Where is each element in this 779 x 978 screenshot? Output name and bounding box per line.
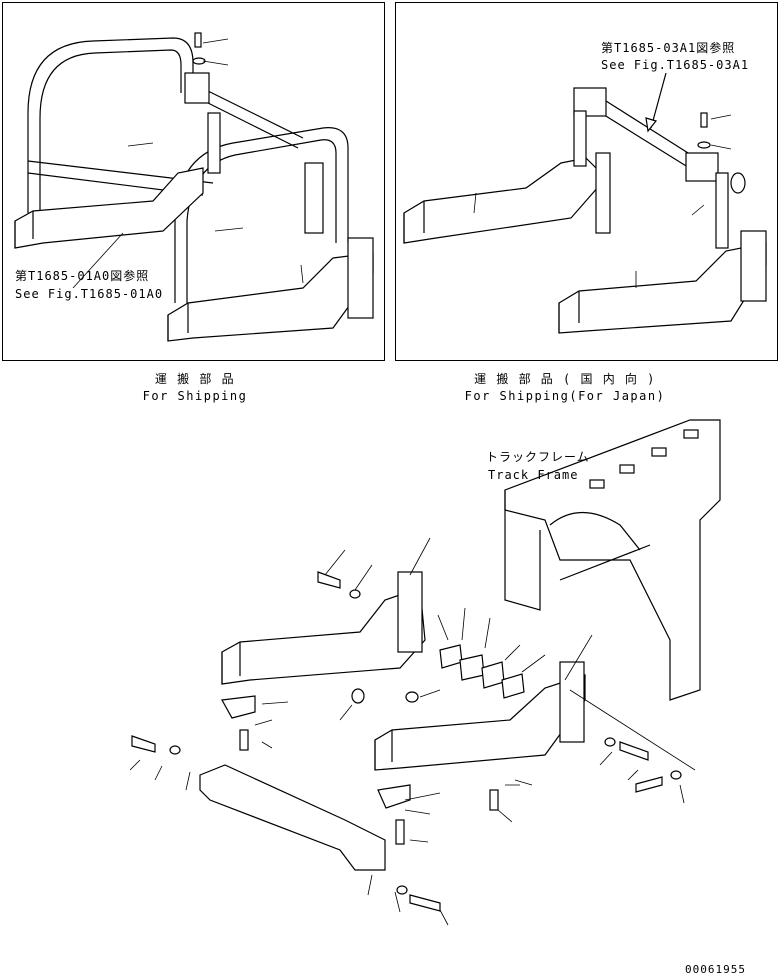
shipping-japan-panel: 第T1685-03A1図参照 See Fig.T1685-03A1 <box>395 2 778 361</box>
shipping-panel: 第T1685-01A0図参照 See Fig.T1685-01A0 <box>2 2 385 361</box>
shipping-japan-ref-ja: 第T1685-03A1図参照 <box>601 41 736 55</box>
shipping-caption-en: For Shipping <box>142 389 248 403</box>
shipping-japan-caption-ja: 運 搬 部 品 ( 国 内 向 ) <box>474 372 656 386</box>
shipping-japan-ref-en: See Fig.T1685-03A1 <box>601 58 750 72</box>
shipping-ref-en: See Fig.T1685-01A0 <box>15 287 164 301</box>
shipping-frame-drawing <box>14 32 374 342</box>
track-frame-label-ja: トラックフレーム <box>486 450 590 464</box>
shipping-caption-ja: 運 搬 部 品 <box>154 372 236 386</box>
drawing-number: 00061955 <box>685 963 746 976</box>
shipping-japan-frame-drawing <box>403 72 767 334</box>
track-frame-label-en: Track Frame <box>488 468 579 482</box>
shipping-ref-ja: 第T1685-01A0図参照 <box>15 269 150 283</box>
shipping-japan-caption-en: For Shipping(For Japan) <box>464 389 666 403</box>
